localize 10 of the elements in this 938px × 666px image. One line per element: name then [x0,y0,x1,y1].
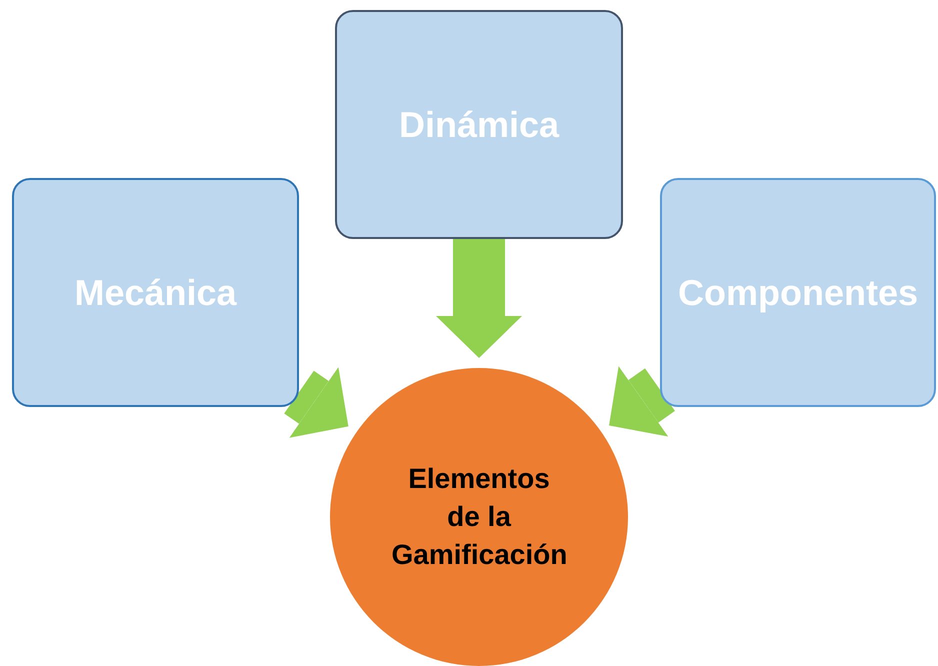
box-label: Componentes [678,272,918,314]
box-label: Mecánica [74,272,237,314]
concept-box [660,178,936,407]
concept-box [12,178,299,407]
block-arrow [284,367,348,438]
concept-box [335,10,623,239]
box-label: Dinámica [398,104,560,146]
circle-label: Elementos de la Gamificación [392,462,566,572]
block-arrow [609,366,675,436]
block-arrow [436,239,522,358]
